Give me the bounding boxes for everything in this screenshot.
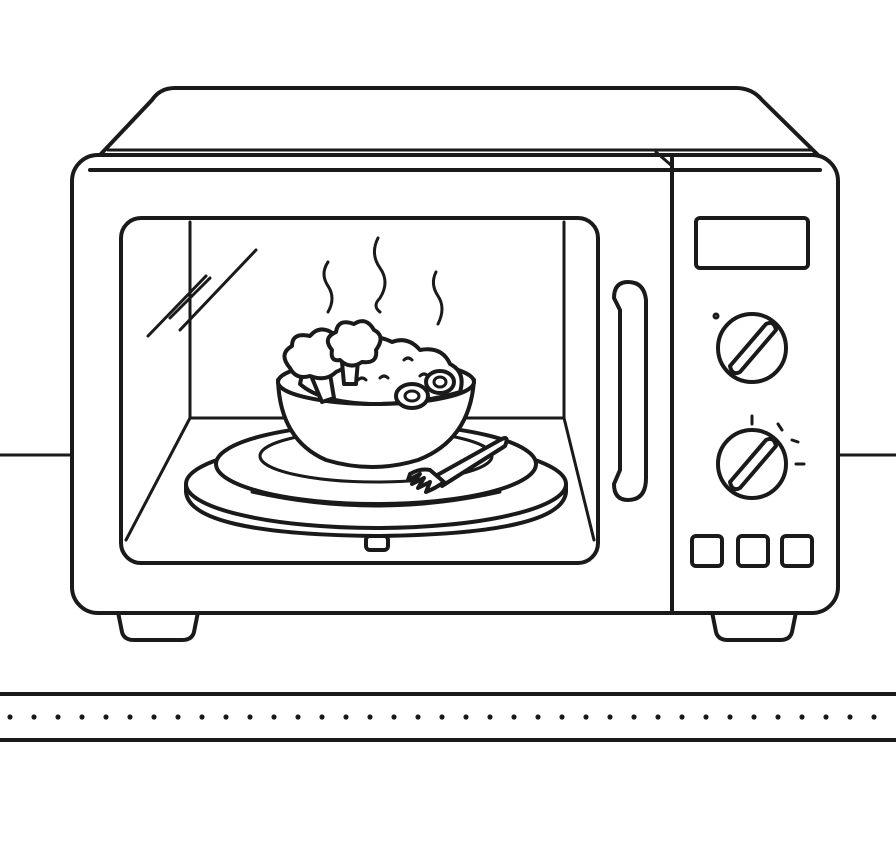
countertop-dot xyxy=(583,714,589,720)
countertop-dots xyxy=(7,714,877,720)
countertop-dot xyxy=(79,714,85,720)
control-panel xyxy=(690,216,814,568)
countertop-dot xyxy=(103,714,109,720)
microwave-feet xyxy=(116,610,798,642)
countertop-dot xyxy=(247,714,253,720)
countertop-dot xyxy=(295,714,301,720)
timer-knob[interactable] xyxy=(712,312,788,384)
countertop-dot xyxy=(31,714,37,720)
power-knob[interactable] xyxy=(716,414,806,500)
countertop-dot xyxy=(871,714,877,720)
countertop-dot xyxy=(175,714,181,720)
fork xyxy=(406,436,509,494)
countertop-dot xyxy=(631,714,637,720)
broccoli xyxy=(282,319,383,404)
countertop-dot xyxy=(151,714,157,720)
countertop-dot xyxy=(727,714,733,720)
control-button-1[interactable] xyxy=(690,534,724,568)
countertop-dot xyxy=(751,714,757,720)
countertop-dot xyxy=(271,714,277,720)
countertop-dot xyxy=(823,714,829,720)
egg-slices xyxy=(394,369,456,410)
countertop-dot xyxy=(367,714,373,720)
countertop-dot xyxy=(847,714,853,720)
countertop-dot xyxy=(55,714,61,720)
countertop-dot xyxy=(7,714,13,720)
countertop-dot xyxy=(391,714,397,720)
countertop xyxy=(0,692,896,742)
countertop-dot xyxy=(463,714,469,720)
countertop-dot xyxy=(223,714,229,720)
countertop-dot xyxy=(775,714,781,720)
countertop-dot xyxy=(607,714,613,720)
control-button-3[interactable] xyxy=(780,534,814,568)
countertop-dot xyxy=(343,714,349,720)
countertop-dot xyxy=(535,714,541,720)
countertop-dot xyxy=(679,714,685,720)
countertop-dot xyxy=(319,714,325,720)
countertop-dot xyxy=(511,714,517,720)
countertop-dot xyxy=(703,714,709,720)
steam xyxy=(322,236,444,326)
countertop-dot xyxy=(199,714,205,720)
countertop-dot xyxy=(439,714,445,720)
display-panel xyxy=(694,216,810,270)
countertop-dot xyxy=(799,714,805,720)
countertop-dot xyxy=(487,714,493,720)
countertop-dot xyxy=(655,714,661,720)
countertop-dot xyxy=(127,714,133,720)
door-handle[interactable] xyxy=(612,280,648,502)
countertop-dot xyxy=(415,714,421,720)
control-buttons xyxy=(690,534,814,568)
countertop-dot xyxy=(559,714,565,720)
control-button-2[interactable] xyxy=(736,534,770,568)
